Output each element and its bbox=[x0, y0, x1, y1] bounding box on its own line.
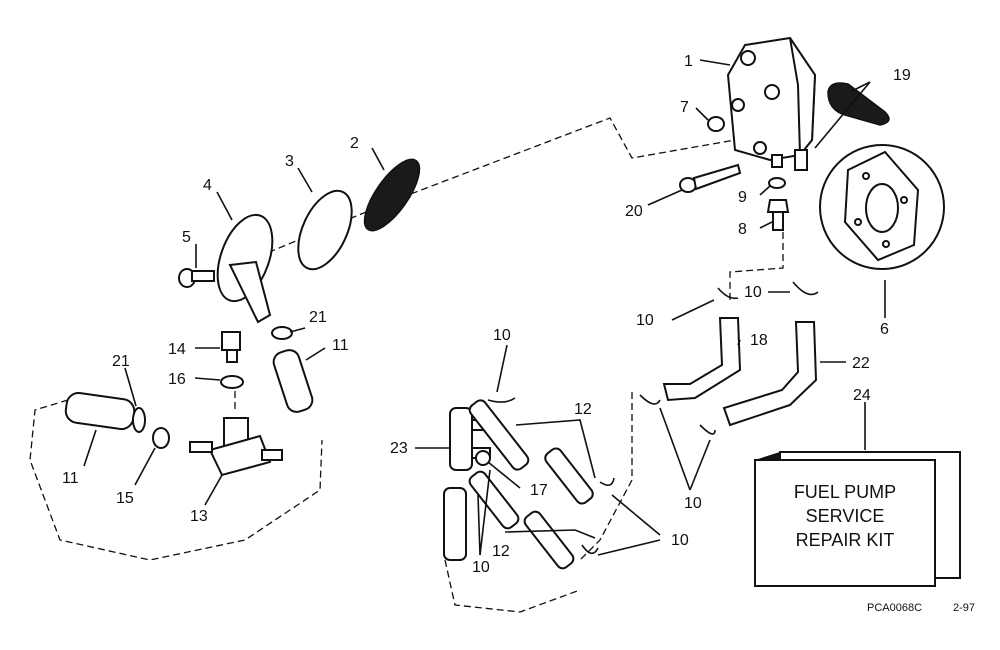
callout-19: 19 bbox=[893, 67, 911, 84]
callout-21-a: 21 bbox=[309, 309, 327, 326]
figure-code: PCA0068C bbox=[867, 602, 922, 614]
callout-20: 20 bbox=[625, 203, 643, 220]
callout-11-b: 11 bbox=[62, 470, 79, 487]
callout-2: 2 bbox=[350, 135, 359, 152]
callout-8: 8 bbox=[738, 221, 747, 238]
callout-14: 14 bbox=[168, 341, 186, 358]
washer-16 bbox=[220, 375, 244, 389]
washer-9 bbox=[768, 177, 786, 189]
o-ring-7 bbox=[707, 116, 725, 132]
hose-11-upper bbox=[272, 349, 314, 413]
callout-6: 6 bbox=[880, 321, 889, 338]
callout-4: 4 bbox=[203, 177, 212, 194]
gasket-detail-circle bbox=[819, 144, 945, 270]
callout-23: 23 bbox=[390, 440, 408, 457]
washer-15 bbox=[152, 427, 170, 449]
callout-11-a: 11 bbox=[332, 337, 349, 354]
callout-9: 9 bbox=[738, 189, 747, 206]
hose-22 bbox=[722, 321, 818, 427]
callout-10-f: 10 bbox=[472, 559, 490, 576]
callout-17: 17 bbox=[530, 482, 548, 499]
fitting-8 bbox=[766, 199, 790, 231]
filter-cover-4 bbox=[216, 213, 274, 324]
callout-10-c: 10 bbox=[493, 327, 511, 344]
callout-24: 24 bbox=[853, 387, 871, 404]
figure-date: 2-97 bbox=[953, 602, 975, 614]
callout-12-a: 12 bbox=[574, 401, 592, 418]
hoses-12 bbox=[468, 399, 594, 570]
leader-lines bbox=[83, 59, 886, 556]
callout-7: 7 bbox=[680, 99, 689, 116]
callout-21-b: 21 bbox=[112, 353, 130, 370]
fitting-17 bbox=[475, 450, 491, 466]
fuel-fitting-13 bbox=[189, 417, 283, 477]
callout-18: 18 bbox=[750, 332, 768, 349]
callouts: 1 2 3 4 5 6 7 8 9 10 10 10 10 10 10 11 1… bbox=[62, 53, 911, 576]
footer: PCA0068C 2-97 bbox=[867, 602, 975, 614]
callout-22: 22 bbox=[852, 355, 870, 372]
clips bbox=[487, 281, 819, 555]
callout-5: 5 bbox=[182, 229, 191, 246]
callout-12-b: 12 bbox=[492, 543, 510, 560]
o-ring-21-lower bbox=[132, 407, 146, 433]
screw-20 bbox=[679, 163, 742, 193]
callout-10-d: 10 bbox=[684, 495, 702, 512]
kit-label-line1: FUEL PUMP bbox=[794, 482, 896, 502]
callout-10-e: 10 bbox=[671, 532, 689, 549]
filter-screen-2 bbox=[363, 158, 421, 232]
hose-18 bbox=[662, 317, 742, 402]
callout-3: 3 bbox=[285, 153, 294, 170]
hose-11-lower bbox=[64, 391, 136, 431]
gasket-19 bbox=[827, 82, 890, 126]
callout-16: 16 bbox=[168, 371, 186, 388]
o-ring-3 bbox=[297, 189, 353, 271]
callout-13: 13 bbox=[190, 508, 208, 525]
callout-1: 1 bbox=[684, 53, 693, 70]
o-ring-21-upper bbox=[271, 326, 293, 340]
callout-15: 15 bbox=[116, 490, 134, 507]
kit-label-line2: SERVICE bbox=[806, 506, 885, 526]
callout-10-b: 10 bbox=[636, 312, 654, 329]
callout-10-a: 10 bbox=[744, 284, 762, 301]
fuel-pump-body bbox=[726, 36, 817, 171]
service-repair-kit-box: FUEL PUMP SERVICE REPAIR KIT bbox=[754, 451, 961, 587]
kit-label-line3: REPAIR KIT bbox=[796, 530, 895, 550]
screw-5 bbox=[178, 268, 215, 288]
screw-14 bbox=[221, 331, 241, 363]
